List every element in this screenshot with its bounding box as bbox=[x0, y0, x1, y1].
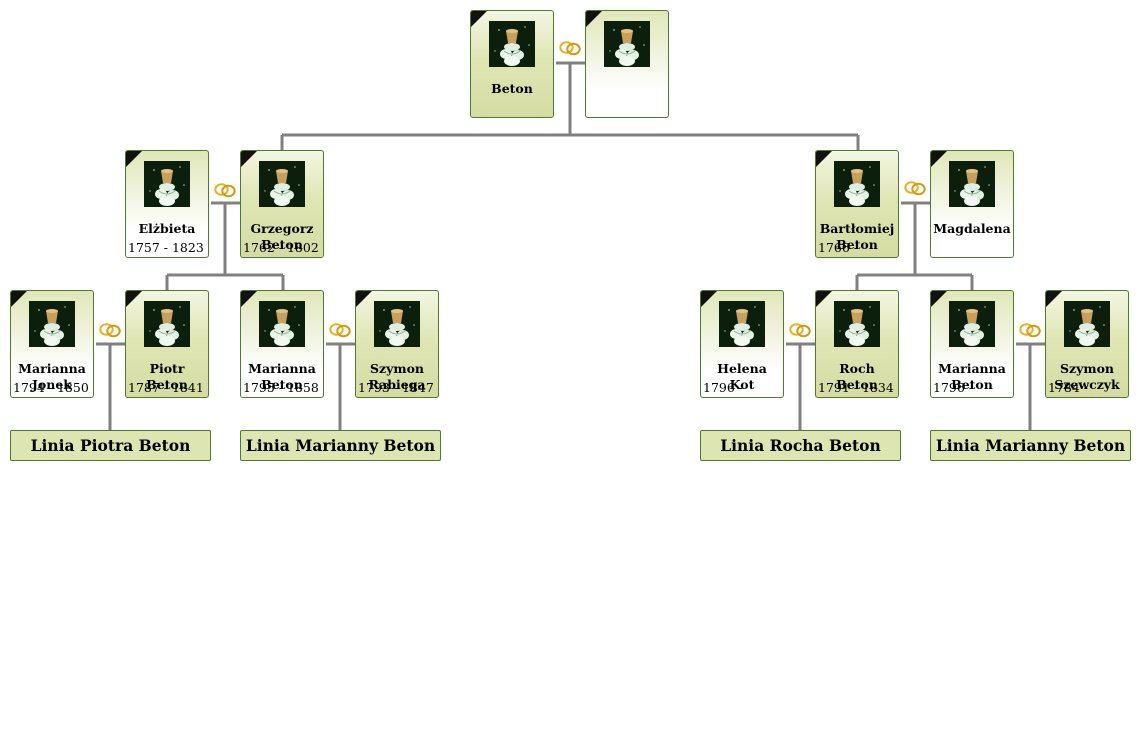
memorial-photo bbox=[259, 161, 305, 207]
wedding-rings-icon bbox=[788, 322, 812, 338]
memorial-photo bbox=[29, 301, 75, 347]
memorial-photo bbox=[719, 301, 765, 347]
person-dates: 1796 - bbox=[703, 380, 744, 395]
person-card-piotr-beton[interactable]: Piotr Beton 1787 - 1841 bbox=[125, 290, 209, 398]
memorial-photo bbox=[949, 161, 995, 207]
memorial-photo bbox=[604, 21, 650, 67]
person-name: Bartłomiej Beton bbox=[819, 221, 895, 252]
mourning-ribbon-icon bbox=[356, 291, 372, 307]
memorial-photo bbox=[259, 301, 305, 347]
person-name: Helena Kot bbox=[717, 361, 767, 392]
person-name: Roch Beton bbox=[836, 361, 878, 392]
lineage-button-piotra[interactable]: Linia Piotra Beton bbox=[10, 430, 211, 461]
person-name: Grzegorz Beton bbox=[250, 221, 314, 252]
person-name: Elżbieta bbox=[138, 221, 196, 236]
mourning-ribbon-icon bbox=[816, 291, 832, 307]
person-name: Marianna Jonek bbox=[18, 361, 86, 392]
mourning-ribbon-icon bbox=[471, 11, 487, 27]
person-card-elzbieta[interactable]: Elżbieta 1757 - 1823 bbox=[125, 150, 209, 258]
person-card-szymon-szewczyk[interactable]: Szymon Szewczyk 1784 - bbox=[1045, 290, 1129, 398]
person-card-bartlomiej-beton[interactable]: Bartłomiej Beton 1766 - bbox=[815, 150, 899, 258]
person-name: Szymon Szewczyk bbox=[1054, 361, 1120, 392]
memorial-photo bbox=[949, 301, 995, 347]
person-card-marianna-jonek[interactable]: Marianna Jonek 1794 - 1850 bbox=[10, 290, 94, 398]
lineage-button-marianny-1[interactable]: Linia Marianny Beton bbox=[240, 430, 441, 461]
person-card-root-spouse[interactable] bbox=[585, 10, 669, 118]
person-dates: 1793 - 1847 bbox=[358, 380, 434, 395]
memorial-photo bbox=[374, 301, 420, 347]
mourning-ribbon-icon bbox=[931, 151, 947, 167]
mourning-ribbon-icon bbox=[126, 291, 142, 307]
person-dates: 1795 - 1858 bbox=[243, 380, 319, 395]
memorial-photo bbox=[144, 301, 190, 347]
wedding-rings-icon bbox=[903, 180, 927, 196]
person-card-szymon-rabiega[interactable]: Szymon Rabiega 1793 - 1847 bbox=[355, 290, 439, 398]
person-card-beton-root[interactable]: Beton bbox=[470, 10, 554, 118]
person-card-marianna-beton-2[interactable]: Marianna Beton 1796 - bbox=[930, 290, 1014, 398]
person-card-grzegorz-beton[interactable]: Grzegorz Beton 1762 - 1802 bbox=[240, 150, 324, 258]
memorial-photo bbox=[1064, 301, 1110, 347]
person-card-magdalena[interactable]: Magdalena bbox=[930, 150, 1014, 258]
wedding-rings-icon bbox=[213, 182, 237, 198]
wedding-rings-icon bbox=[558, 40, 582, 56]
wedding-rings-icon bbox=[328, 322, 352, 338]
wedding-rings-icon bbox=[98, 322, 122, 338]
person-name: Marianna Beton bbox=[248, 361, 316, 392]
person-card-roch-beton[interactable]: Roch Beton 1791 - 1834 bbox=[815, 290, 899, 398]
person-name: Magdalena bbox=[933, 221, 1011, 236]
memorial-photo bbox=[144, 161, 190, 207]
person-name: Szymon Rabiega bbox=[368, 361, 426, 392]
mourning-ribbon-icon bbox=[931, 291, 947, 307]
memorial-photo bbox=[834, 301, 880, 347]
lineage-button-marianny-2[interactable]: Linia Marianny Beton bbox=[930, 430, 1131, 461]
person-dates: 1796 - bbox=[933, 380, 974, 395]
person-dates: 1766 - bbox=[818, 240, 859, 255]
mourning-ribbon-icon bbox=[241, 291, 257, 307]
mourning-ribbon-icon bbox=[816, 151, 832, 167]
person-name: Marianna Beton bbox=[938, 361, 1006, 392]
person-dates: 1794 - 1850 bbox=[13, 380, 89, 395]
person-card-marianna-beton-1[interactable]: Marianna Beton 1795 - 1858 bbox=[240, 290, 324, 398]
mourning-ribbon-icon bbox=[1046, 291, 1062, 307]
person-name: Piotr Beton bbox=[146, 361, 188, 392]
wedding-rings-icon bbox=[1018, 322, 1042, 338]
lineage-button-rocha[interactable]: Linia Rocha Beton bbox=[700, 430, 901, 461]
person-dates: 1762 - 1802 bbox=[243, 240, 319, 255]
person-dates: 1791 - 1834 bbox=[818, 380, 894, 395]
mourning-ribbon-icon bbox=[126, 151, 142, 167]
person-dates: 1787 - 1841 bbox=[128, 380, 204, 395]
memorial-photo bbox=[834, 161, 880, 207]
mourning-ribbon-icon bbox=[241, 151, 257, 167]
mourning-ribbon-icon bbox=[586, 11, 602, 27]
person-card-helena-kot[interactable]: Helena Kot 1796 - bbox=[700, 290, 784, 398]
mourning-ribbon-icon bbox=[11, 291, 27, 307]
person-dates: 1757 - 1823 bbox=[128, 240, 204, 255]
memorial-photo bbox=[489, 21, 535, 67]
person-dates: 1784 - bbox=[1048, 380, 1089, 395]
person-name: Beton bbox=[491, 81, 533, 96]
mourning-ribbon-icon bbox=[701, 291, 717, 307]
